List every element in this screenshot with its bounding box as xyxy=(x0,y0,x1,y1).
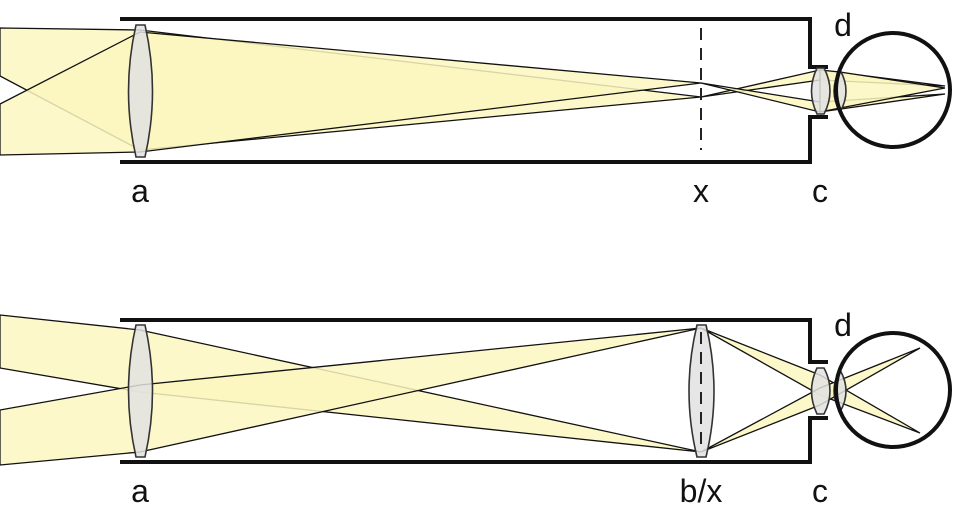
eyepiece-lens xyxy=(810,367,831,415)
label-eyepiece: c xyxy=(812,473,828,509)
label-field-lens: b/x xyxy=(680,473,723,509)
label-focal-plane: x xyxy=(693,173,709,209)
light-from-field-lens-bottom xyxy=(700,347,921,453)
label-objective: a xyxy=(131,473,149,509)
label-eye: d xyxy=(834,307,852,343)
objective-lens xyxy=(127,24,154,158)
light-bundle-lower xyxy=(0,31,702,156)
telescope-diagram-simple: a x c d xyxy=(0,7,952,209)
label-eye: d xyxy=(834,7,852,43)
light-bundle-lower xyxy=(0,327,702,466)
telescope-tube xyxy=(120,318,828,464)
eyepiece-lens xyxy=(810,67,831,115)
label-eyepiece: c xyxy=(812,173,828,209)
eye xyxy=(834,331,952,449)
telescope-diagram-field-lens: a b/x c d xyxy=(0,307,952,509)
light-from-field-lens-top xyxy=(700,327,921,434)
eye xyxy=(834,31,952,149)
label-objective: a xyxy=(131,173,149,209)
field-lens xyxy=(688,324,715,458)
objective-lens xyxy=(127,324,154,458)
telescope-tube xyxy=(120,17,828,164)
